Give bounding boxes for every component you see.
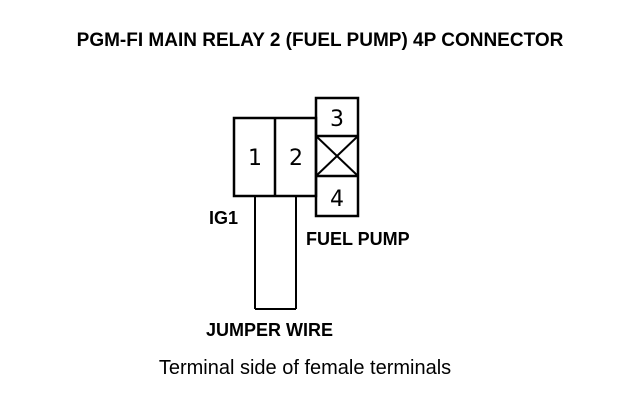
- terminal-2-number: 2: [289, 146, 303, 171]
- terminal-3-number: 3: [330, 107, 344, 132]
- ig1-label: IG1: [209, 208, 238, 228]
- jumper-wire-label: JUMPER WIRE: [206, 320, 333, 340]
- terminal-4-number: 4: [330, 187, 344, 212]
- fuel-pump-label: FUEL PUMP: [306, 229, 410, 249]
- diagram-title: PGM-FI MAIN RELAY 2 (FUEL PUMP) 4P CONNE…: [76, 30, 564, 51]
- diagram-caption: Terminal side of female terminals: [158, 357, 452, 379]
- empty-cavity-cross-icon: [315, 135, 359, 177]
- jumper-wire: [254, 196, 297, 310]
- connector-right-column: [314, 96, 360, 218]
- terminal-1-number: 1: [248, 146, 262, 171]
